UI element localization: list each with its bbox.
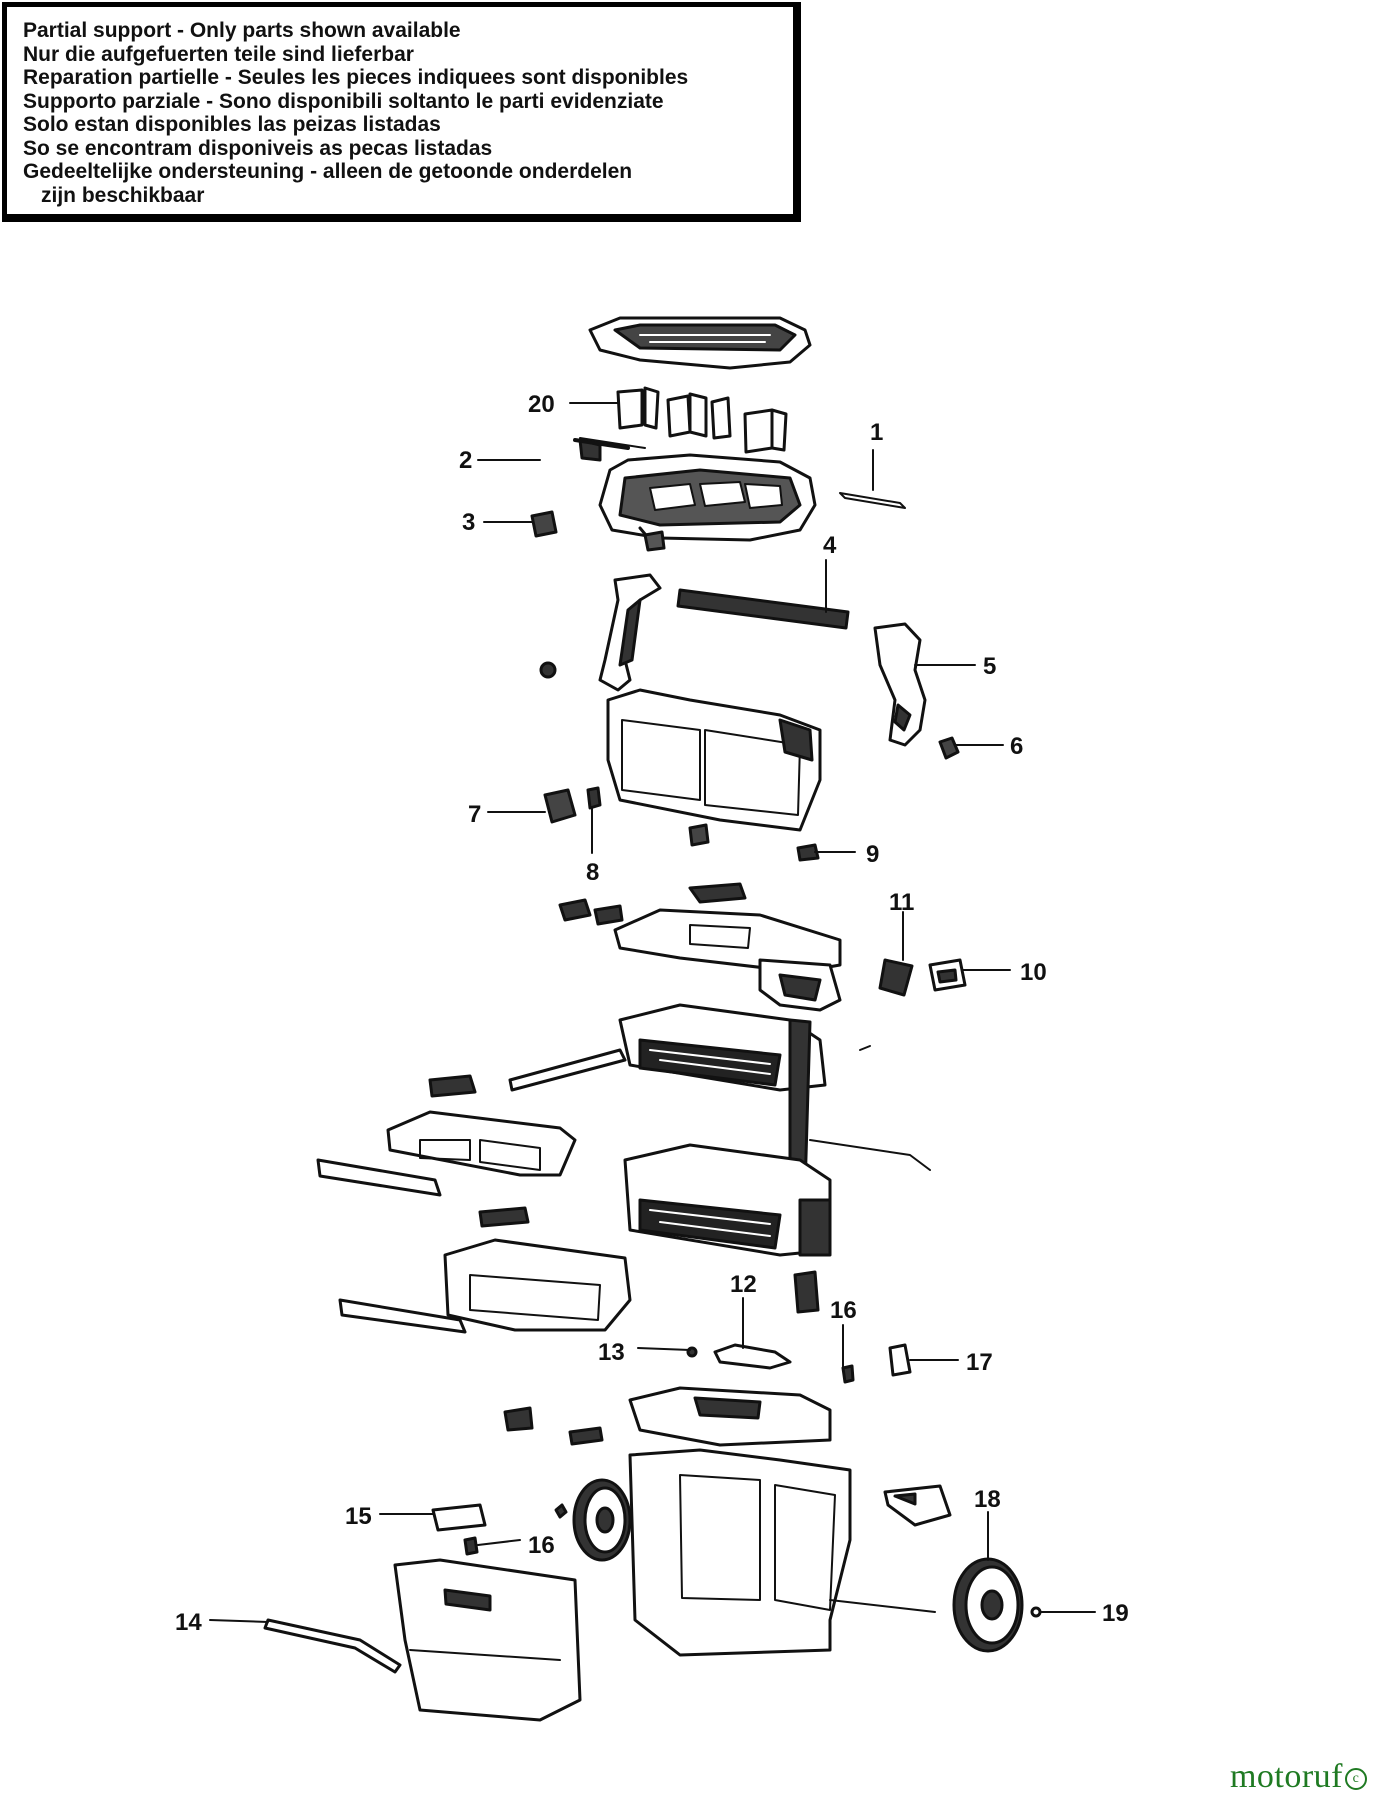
notice-line-it: Supporto parziale - Sono disponibili sol…: [23, 89, 664, 113]
small-drawer-part: [316, 1074, 577, 1197]
notice-line-en: Partial support - Only parts shown avail…: [23, 19, 461, 42]
organizer-tray-part: [573, 438, 817, 547]
callout-5: 5: [983, 653, 996, 680]
callout-15: 15: [345, 1503, 372, 1530]
part-16-lower: [463, 1536, 479, 1556]
divider-set-part: [616, 386, 788, 454]
part-16-upper: [841, 1364, 855, 1384]
notice-line-de: Nur die aufgefuerten teile sind lieferba…: [23, 42, 414, 66]
small-diamond-part: [554, 1503, 568, 1519]
callout-18: 18: [974, 1486, 1001, 1513]
part-6: [938, 736, 960, 760]
part-15: [431, 1503, 487, 1532]
callout-4: 4: [823, 532, 837, 559]
part-12: [713, 1270, 820, 1370]
mid-plate-part: [558, 882, 842, 1012]
notice-line-nl-cont: zijn beschikbaar: [41, 183, 205, 207]
part-19: [1030, 1606, 1042, 1618]
part-7: [543, 788, 577, 824]
callout-1: 1: [870, 419, 883, 446]
latch-part-3: [530, 510, 558, 538]
right-wheel-part-18: [952, 1557, 1024, 1653]
small-nut-part: [539, 661, 557, 679]
callout-11: 11: [889, 889, 914, 916]
callout-2: 2: [459, 447, 472, 474]
callout-16-upper: 16: [830, 1297, 857, 1324]
left-wheel-part: [572, 1478, 632, 1562]
front-shell-part: [393, 1558, 582, 1722]
leader-lines: [209, 402, 1096, 1623]
callout-14: 14: [175, 1609, 202, 1636]
top-lid-part: [588, 316, 812, 370]
notice-line-pt: So se encontram disponiveis as pecas lis…: [23, 136, 493, 160]
part-17: [888, 1343, 912, 1377]
notice-line-fr: Reparation partielle - Seules les pieces…: [23, 66, 689, 89]
rod-part: [809, 1139, 931, 1171]
strip-part-1: [839, 492, 906, 509]
under-box-clip-part: [688, 823, 710, 847]
callout-19: 19: [1102, 1600, 1129, 1627]
callout-6: 6: [1010, 733, 1023, 760]
callout-9: 9: [866, 841, 879, 868]
handle-bar-part-4: [676, 588, 850, 630]
part-9: [796, 843, 820, 862]
left-handle-arm-part: [598, 573, 662, 692]
callout-8: 8: [586, 859, 599, 886]
part-14: [263, 1618, 402, 1674]
notice-line-nl: Gedeeltelijke ondersteuning - alleen de …: [23, 160, 633, 183]
availability-notice-box: Partial support - Only parts shown avail…: [2, 2, 801, 222]
callout-3: 3: [462, 509, 475, 536]
side-latch-part: [883, 1484, 952, 1527]
callout-17: 17: [966, 1349, 993, 1376]
callout-12: 12: [730, 1271, 757, 1298]
callout-7: 7: [468, 801, 481, 828]
callout-10: 10: [1020, 959, 1047, 986]
large-drawer-part: [338, 1206, 632, 1334]
watermark-text: motoruf: [1229, 1758, 1343, 1795]
callout-20: 20: [528, 391, 555, 418]
part-11: [878, 958, 914, 997]
callout-labels: 20 1 2 3 4 5 6 7 8 9 11 10 12 16 13 17 1…: [175, 391, 1129, 1636]
base-tub-part: [503, 1386, 936, 1657]
copyright-mark-icon: c: [1345, 1768, 1367, 1791]
right-handle-arm-part-5: [873, 622, 927, 747]
tray-clip-part: [643, 530, 666, 552]
lower-frame-part: [623, 1143, 832, 1257]
spacer-strip-part: [579, 437, 646, 449]
upper-box-part: [606, 688, 822, 832]
part-8: [586, 786, 602, 810]
callout-13: 13: [598, 1339, 625, 1366]
notice-line-es: Solo estan disponibles las peizas listad…: [23, 113, 441, 136]
callout-16-lower: 16: [528, 1532, 555, 1559]
